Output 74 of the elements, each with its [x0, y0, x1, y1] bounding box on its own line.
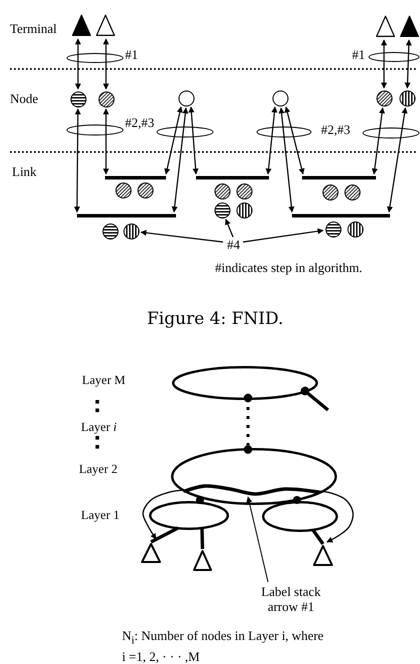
link-bar: [105, 176, 166, 180]
layer-label: Link: [12, 165, 37, 178]
node-circle: [324, 220, 342, 238]
arrow: [164, 106, 183, 175]
node-circle: [376, 90, 392, 106]
layer-label: Layer i: [81, 421, 117, 434]
node-circle: [178, 90, 194, 106]
step-label: #1: [352, 48, 365, 61]
layer-ring: [172, 366, 318, 400]
layer-label: Layer 1: [81, 509, 120, 522]
figure-caption: Figure 4: FNID.: [147, 311, 284, 328]
node-circle: [214, 202, 230, 218]
node-circle: [236, 202, 252, 218]
terminal-triangle: [141, 542, 161, 563]
arrow: [75, 38, 81, 90]
layer-label: Layer M: [82, 374, 126, 386]
arrow: [225, 218, 234, 238]
step-label: #2,#3: [321, 123, 350, 136]
node-circle: [70, 90, 86, 108]
layer-ring: [171, 448, 337, 505]
note-text: N$_{i}$: Number of nodes in Layer i, where i =1, 2, · · · ,M: [122, 628, 325, 664]
arrow: [103, 108, 109, 175]
step-label: #4: [225, 238, 242, 252]
connector-line: [200, 528, 204, 550]
layer-label: Terminal: [10, 22, 57, 35]
node-circle: [114, 182, 132, 198]
node-circle: [98, 90, 114, 108]
connector-line: [300, 386, 330, 412]
node-circle: [346, 220, 364, 238]
layer-ring: [262, 501, 338, 532]
node-circle: [102, 222, 118, 240]
terminal-triangle: [96, 14, 115, 36]
arrow: [372, 107, 385, 175]
node-circle: [122, 222, 140, 240]
terminal-triangle: [72, 14, 91, 36]
step-label: #1: [125, 48, 138, 61]
node-circle: [272, 90, 288, 106]
terminal-triangle: [376, 15, 395, 37]
arrow: [172, 107, 188, 213]
connector-line: [244, 394, 252, 454]
layer-label: Node: [10, 92, 38, 105]
layer-label: Layer 2: [79, 463, 118, 476]
arrow: [386, 107, 408, 213]
leader-line: [246, 496, 268, 582]
node-circle: [136, 182, 154, 198]
label-stack-path: [185, 486, 318, 494]
arrow: [140, 230, 224, 243]
terminal-triangle: [313, 544, 333, 566]
connector-line: [150, 526, 179, 544]
arrow: [278, 107, 294, 213]
node-circle: [236, 182, 252, 200]
arrow: [404, 39, 412, 89]
node-circle: [214, 182, 230, 200]
layer-ring: [149, 501, 229, 530]
step-label: #2,#3: [125, 116, 154, 129]
arrow: [242, 228, 324, 243]
arrow: [188, 106, 199, 175]
arrow: [284, 106, 305, 175]
link-bar: [292, 214, 390, 218]
terminal-triangle: [400, 15, 419, 37]
node-circle: [322, 184, 338, 200]
callout-text: Label stack arrow #1: [253, 584, 329, 616]
node-circle: [398, 90, 416, 106]
arrow: [266, 106, 278, 175]
terminal-triangle: [193, 549, 212, 571]
arrow: [381, 39, 387, 89]
link-bar: [196, 176, 269, 180]
note-text: #indicates step in algorithm.: [215, 261, 362, 274]
node-circle: [344, 184, 360, 200]
arrow: [74, 108, 81, 213]
arrow: [103, 38, 109, 90]
link-bar: [302, 176, 376, 180]
link-bar: [77, 214, 176, 218]
connector-line: [312, 529, 324, 545]
